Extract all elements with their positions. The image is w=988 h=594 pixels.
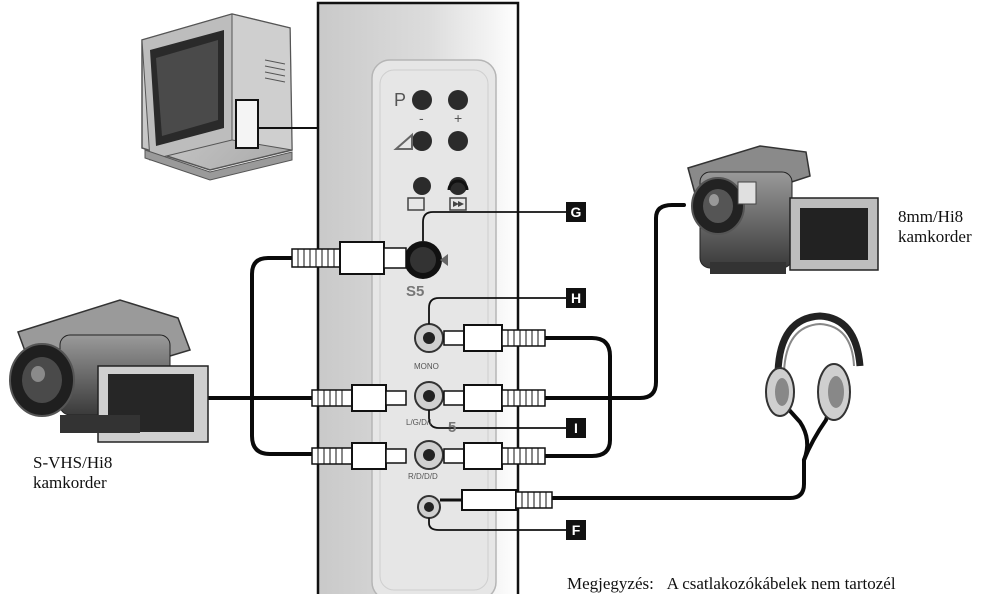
mono-label: MONO [414, 362, 439, 372]
note-text: A csatlakozókábelek nem tartozél [667, 574, 896, 593]
note: Megjegyzés: A csatlakozókábelek nem tart… [567, 574, 896, 594]
mm8-camcorder-label-line1: 8mm/Hi8 [898, 207, 972, 227]
program-label: P [394, 90, 406, 110]
svhs-camcorder-illustration [10, 300, 208, 442]
mm8-camcorder-illustration [688, 146, 878, 274]
right-audio-label: R/D/D/D [408, 472, 438, 482]
svhs-camcorder-label-line1: S-VHS/Hi8 [33, 453, 112, 473]
tv-illustration [142, 14, 292, 180]
headphones-illustration [766, 316, 860, 420]
svhs-camcorder-label: S-VHS/Hi8 kamkorder [33, 453, 112, 493]
marker-h: H [566, 288, 586, 308]
marker-f: F [566, 520, 586, 540]
left-audio-label: L/G/D/I [406, 418, 431, 428]
marker-g: G [566, 202, 586, 222]
mm8-camcorder-label-line2: kamkorder [898, 227, 972, 247]
minus-label: - [419, 108, 424, 128]
mm8-camcorder-label: 8mm/Hi8 kamkorder [898, 207, 972, 247]
note-label: Megjegyzés: [567, 574, 654, 593]
svideo-input-label: S5 [406, 282, 424, 302]
marker-i: I [566, 418, 586, 438]
plus-label: + [454, 108, 462, 128]
svhs-camcorder-label-line2: kamkorder [33, 473, 112, 493]
av-input-label: 5 [448, 418, 456, 438]
